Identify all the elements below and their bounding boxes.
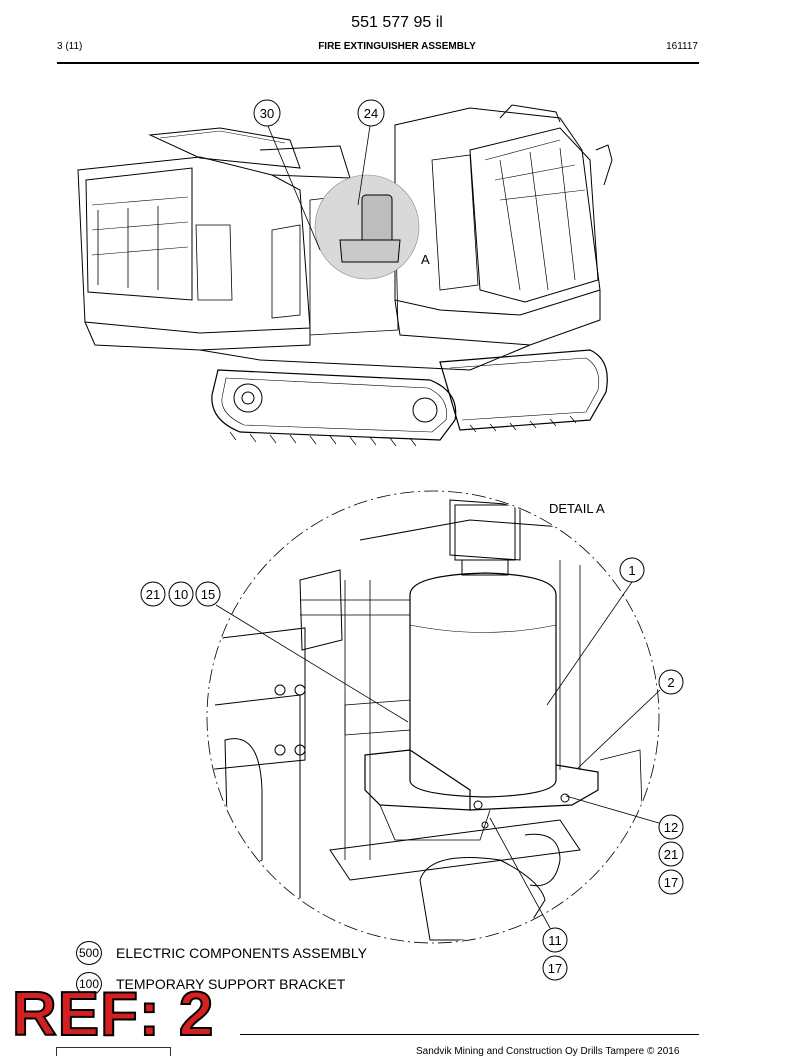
view-a-label: A [421, 252, 430, 267]
footer-copyright: Sandvik Mining and Construction Oy Drill… [416, 1046, 680, 1057]
balloon-1 [619, 557, 645, 583]
detail-a-label: DETAIL A [549, 501, 605, 516]
legend-label: TEMPORARY SUPPORT BRACKET [116, 976, 346, 992]
balloon-text: 17 [664, 875, 678, 890]
balloon-11 [542, 927, 568, 953]
document-title: FIRE EXTINGUISHER ASSEMBLY [318, 41, 476, 52]
balloon-2 [658, 669, 684, 695]
legend-ref: 100 [76, 972, 102, 996]
balloon-text: 10 [174, 587, 188, 602]
header-rule [57, 62, 699, 64]
overview-balloon-30: 30 [253, 99, 321, 251]
drill-rig-overview [77, 104, 613, 447]
svg-text:24: 24 [364, 106, 378, 121]
balloon-text: 21 [146, 587, 160, 602]
balloon-text: 12 [664, 820, 678, 835]
detail-balloon-numbers: 21 10 15 1 2 12 21 17 11 17 [146, 563, 678, 976]
balloon-text: 15 [201, 587, 215, 602]
balloon-text: 17 [548, 961, 562, 976]
overview-balloon-24: 24 [357, 99, 385, 206]
balloon-text: 1 [628, 563, 635, 578]
legend-label: ELECTRIC COMPONENTS ASSEMBLY [116, 945, 368, 961]
svg-text:30: 30 [260, 106, 274, 121]
balloon-text: 11 [548, 933, 562, 948]
legend-ref: 500 [76, 941, 102, 965]
document-number: 551 577 95 il [351, 14, 443, 31]
footer-rule [240, 1034, 699, 1035]
balloon-17-right [658, 869, 684, 895]
balloon-10 [168, 581, 194, 607]
balloon-17-bottom [542, 955, 568, 981]
balloon-21-top [140, 581, 166, 607]
balloon-text: 21 [664, 847, 678, 862]
legend-item: 100 TEMPORARY SUPPORT BRACKET [76, 971, 345, 997]
detail-balloons [140, 557, 684, 981]
page-number: 3 (11) [57, 41, 83, 52]
date-code: 161117 [666, 41, 698, 52]
company-logo [56, 1047, 171, 1056]
reference-stamp: REF: 2 [11, 980, 215, 1049]
legend-item: 500 ELECTRIC COMPONENTS ASSEMBLY [76, 940, 367, 966]
balloon-12 [658, 814, 684, 840]
balloon-21-right [658, 841, 684, 867]
balloon-15 [195, 581, 221, 607]
balloon-text: 2 [667, 675, 674, 690]
detail-a-view [206, 490, 660, 944]
